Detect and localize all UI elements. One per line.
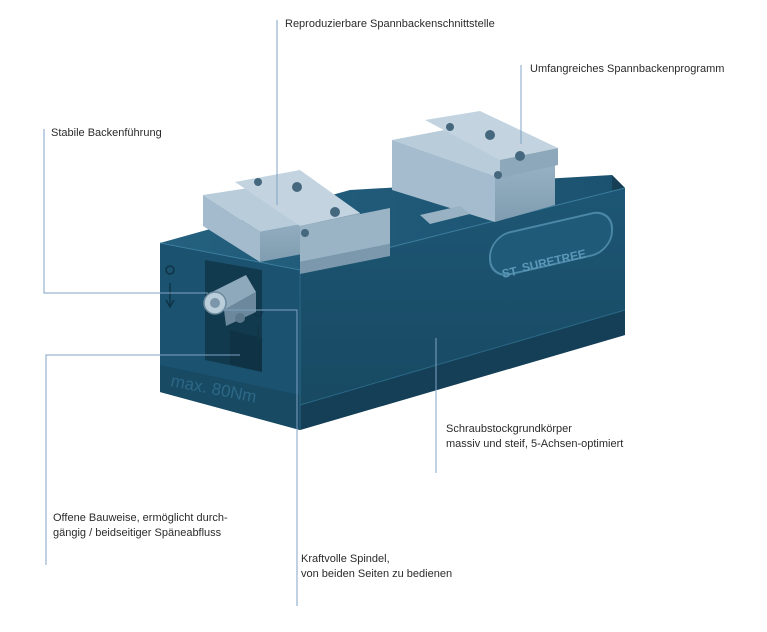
callout-reproducible-interface: Reproduzierbare Spannbackenschnittstelle — [285, 18, 495, 30]
callout-base-body: Schraubstockgrundkörper massiv und steif… — [446, 423, 624, 450]
leader-spindle — [222, 309, 298, 606]
leader-lines — [43, 20, 522, 606]
nameplate-mark: ST — [501, 264, 520, 281]
leader-jaw-guide — [43, 129, 208, 294]
left-jaw — [203, 170, 390, 274]
callout-jaw-program: Umfangreiches Spannbackenprogramm — [530, 63, 725, 75]
spindle — [203, 275, 256, 326]
leader-open-design — [45, 354, 240, 565]
callout-spindle: Kraftvolle Spindel, von beiden Seiten zu… — [301, 553, 453, 580]
right-jaw — [392, 111, 558, 224]
callout-open-design: Offene Bauweise, ermöglicht durch- gängi… — [53, 512, 228, 539]
direction-arrow-icon — [165, 265, 263, 349]
callout-jaw-guide: Stabile Backenführung — [51, 127, 162, 139]
